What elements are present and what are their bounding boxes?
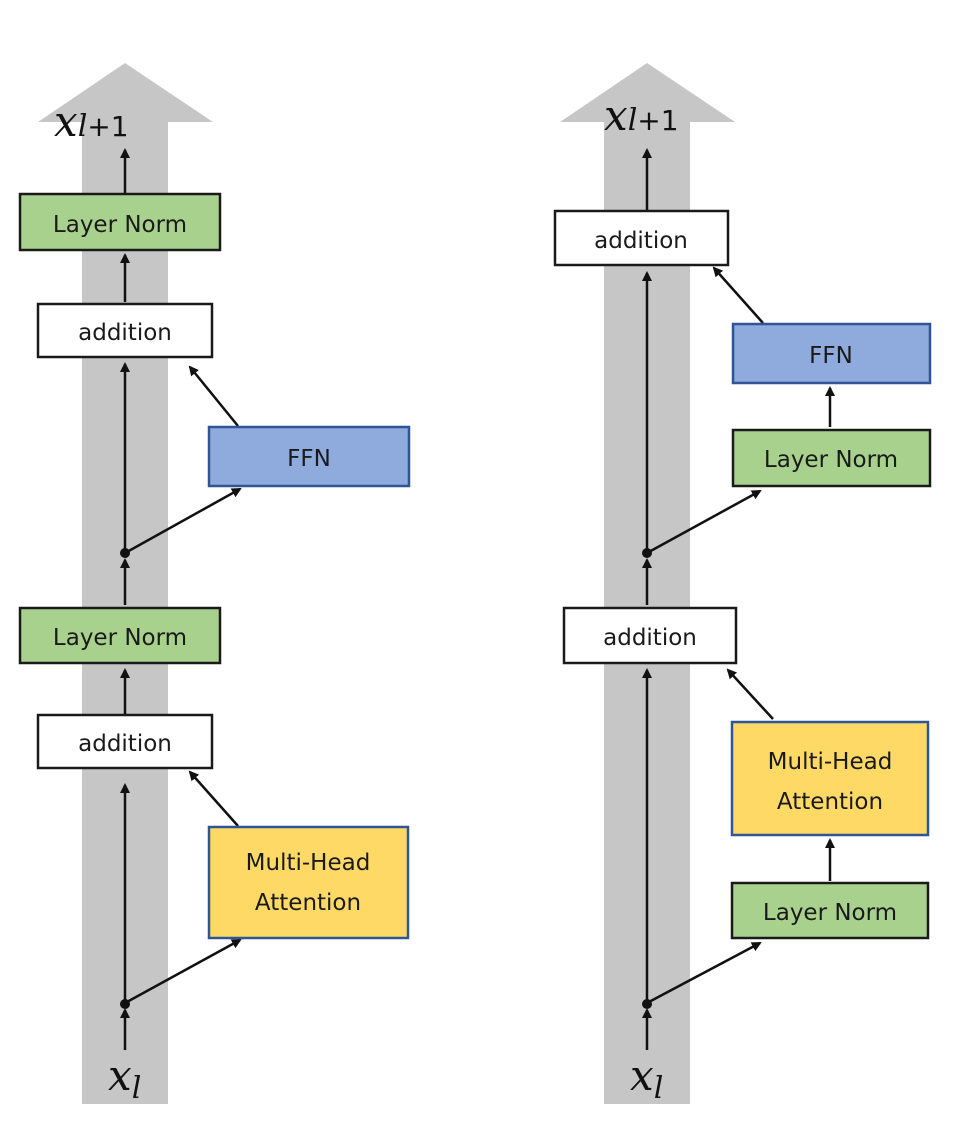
layer-norm-label: Layer Norm bbox=[53, 212, 187, 238]
attention-label-line2: Attention bbox=[777, 789, 883, 815]
residual-stream-arrowhead bbox=[560, 63, 735, 122]
branch-point-bottom bbox=[120, 999, 130, 1009]
multi-head-attention-box: Multi-Head Attention bbox=[207, 825, 410, 940]
pre-ln-block: addition FFN Layer Norm addition Multi-H… bbox=[553, 63, 932, 1106]
ffn-box: FFN bbox=[207, 425, 411, 488]
attention-label-line2: Attention bbox=[255, 890, 361, 916]
attention-label-line1: Multi-Head bbox=[246, 850, 371, 876]
branch-arrows bbox=[646, 266, 774, 1005]
ffn-label: FFN bbox=[809, 343, 853, 369]
branch-arrows bbox=[124, 365, 242, 1005]
addition-label: addition bbox=[603, 625, 697, 651]
addition-top-box: addition bbox=[553, 209, 730, 267]
layer-norm-ffn-box: Layer Norm bbox=[731, 428, 932, 488]
branch-point-top bbox=[120, 548, 130, 558]
layer-norm-label: Layer Norm bbox=[53, 625, 187, 651]
addition-label: addition bbox=[78, 731, 172, 757]
layer-norm-label: Layer Norm bbox=[763, 900, 897, 926]
layer-norm-label: Layer Norm bbox=[764, 447, 898, 473]
branch-point-bottom bbox=[642, 999, 652, 1009]
addition-label: addition bbox=[78, 320, 172, 346]
layer-norm-mid-box: Layer Norm bbox=[18, 606, 222, 665]
main-path-arrows bbox=[642, 148, 835, 1050]
layer-norm-top-box: Layer Norm bbox=[18, 192, 222, 252]
input-label: xl bbox=[630, 1051, 663, 1106]
ffn-box: FFN bbox=[731, 322, 932, 385]
multi-head-attention-box: Multi-Head Attention bbox=[730, 720, 930, 837]
branch-point-top bbox=[642, 548, 652, 558]
addition-top-box: addition bbox=[36, 302, 214, 359]
residual-stream-arrowhead bbox=[38, 63, 213, 122]
attention-label-line1: Multi-Head bbox=[768, 749, 893, 775]
output-label: xl+1 bbox=[54, 97, 129, 146]
addition-bottom-box: addition bbox=[562, 606, 738, 665]
input-label: xl bbox=[108, 1051, 141, 1106]
ffn-label: FFN bbox=[287, 446, 331, 472]
layer-norm-attention-box: Layer Norm bbox=[730, 881, 930, 940]
output-label: xl+1 bbox=[604, 91, 679, 140]
post-ln-block: Layer Norm addition FFN Layer Norm addit… bbox=[18, 63, 411, 1106]
addition-bottom-box: addition bbox=[36, 713, 214, 770]
addition-label: addition bbox=[594, 228, 688, 254]
